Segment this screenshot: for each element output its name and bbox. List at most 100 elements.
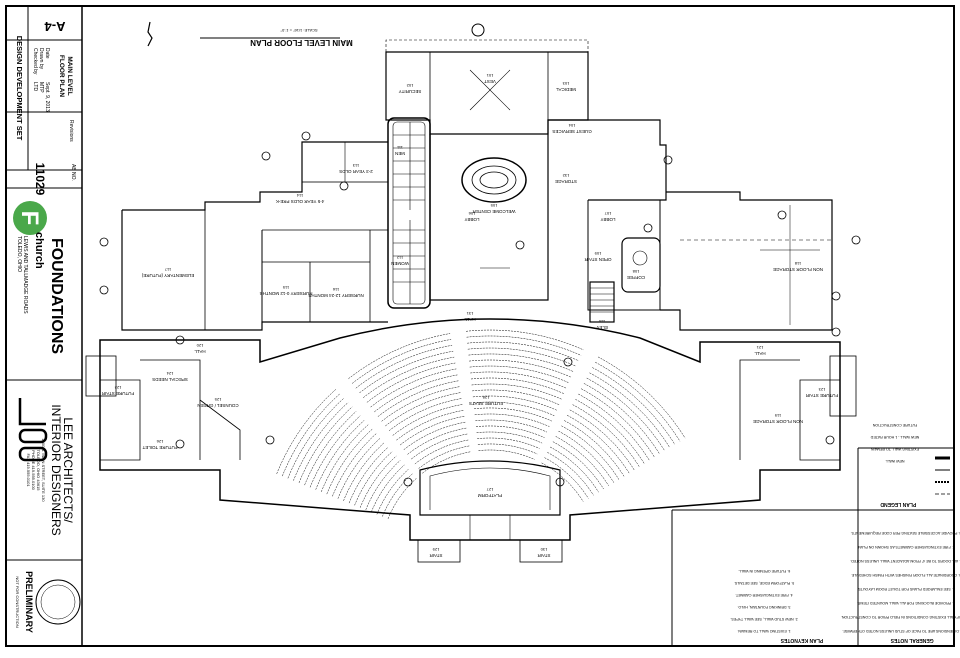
room-number: 117 <box>164 267 171 272</box>
seat-row <box>403 421 466 450</box>
room-number: 105 <box>490 203 497 208</box>
seat-row <box>578 393 650 461</box>
room-label: NURSERY 12-24 MONTHS <box>308 293 363 298</box>
firm-name-2: INTERIOR DESIGNERS <box>49 404 63 535</box>
room-label: STAIR <box>537 553 551 558</box>
room-number: 131 <box>466 311 473 316</box>
note-item: FUTURE CONSTRUCTION <box>872 423 917 427</box>
room-number: 113 <box>352 163 359 168</box>
seat-row <box>355 345 453 389</box>
seat-row <box>326 429 373 495</box>
seat-row <box>469 359 572 378</box>
room-number: 125 <box>214 397 221 402</box>
seat-row <box>351 339 452 384</box>
revisions-label: Revisions <box>68 120 74 142</box>
client-name-2: church <box>33 232 45 269</box>
note-item: 4. SEE ENLARGED PLANS FOR TOILET ROOM LA… <box>857 587 954 591</box>
seat-row <box>592 367 676 445</box>
seat-row <box>276 388 337 474</box>
note-item: 5. PLATFORM EDGE, SEE DETAILS. <box>734 581 794 585</box>
phase-label: DESIGN DEVELOPMENT SET <box>15 36 24 141</box>
room-label: HALL <box>194 349 206 354</box>
room-label: SECURITY <box>399 89 422 94</box>
room-label: LOBBY <box>600 217 615 222</box>
client-name-1: FOUNDATIONS <box>48 238 65 354</box>
seat-row <box>418 445 470 469</box>
seat-row <box>366 362 456 403</box>
seat-row <box>586 377 665 451</box>
seat-row <box>580 388 655 458</box>
room-label: LOBBY <box>464 217 479 222</box>
room-label: STAIR <box>429 553 443 558</box>
room-label: STORAGE <box>555 179 577 184</box>
room-number: 116 <box>332 287 339 292</box>
seat-row <box>583 383 660 455</box>
seat-row <box>365 460 401 510</box>
room-number: 122 <box>114 385 121 390</box>
note-item: 7. FIRE EXTINGUISHER CABINETS AS SHOWN O… <box>857 545 954 549</box>
firm-address-2: TOLEDO, OHIO 43615 <box>36 449 41 491</box>
room-number: 115 <box>282 285 289 290</box>
room-number: 106 <box>468 211 475 216</box>
general-notes-heading: GENERAL NOTES <box>890 637 934 643</box>
seat-row <box>359 455 397 508</box>
seat-row <box>597 356 686 439</box>
client-address-1: LEWIS AND TALLMADGE ROADS <box>22 236 28 314</box>
note-item: 5. COORDINATE ALL FLOOR FINISHES WITH FI… <box>851 573 960 577</box>
room-label: WELCOME CENTER <box>472 209 516 214</box>
sheet-number: A-4 <box>44 19 66 34</box>
room-label: HALL <box>754 351 766 356</box>
seat-row <box>564 420 625 477</box>
room-label: MEN <box>395 151 405 156</box>
seat-row <box>477 437 540 449</box>
room-label: 2-3 YEAR OLDS <box>339 169 372 174</box>
room-number: 126 <box>156 439 163 444</box>
seat-row <box>348 446 389 504</box>
room-number: 121 <box>756 345 763 350</box>
title-block: A-4 DESIGN DEVELOPMENT SET MAIN LEVEL FL… <box>6 6 83 646</box>
seat-row <box>465 329 584 351</box>
room-number: 132 <box>562 173 569 178</box>
sheet-title-line2: FLOOR PLAN <box>58 55 65 98</box>
room-number: 118 <box>794 261 801 266</box>
north-arrow-icon <box>147 21 153 47</box>
room-number: 102 <box>406 83 413 88</box>
room-number: 104 <box>568 123 575 128</box>
seat-row <box>595 361 681 442</box>
seat-row <box>414 439 469 465</box>
room-label: NON FLOOR STORAGE <box>753 419 803 424</box>
checked-value: LTD <box>32 82 38 91</box>
note-item: 6. FUTURE OPENING IN WALL. <box>738 569 790 573</box>
note-item: EXISTING WALL TO REMAIN <box>871 447 920 451</box>
room-number: 112 <box>396 255 403 260</box>
firm-phone: PHONE 419.555.0100 <box>31 450 36 491</box>
room-label: SPECIAL NEEDS <box>152 377 188 382</box>
seat-row <box>411 433 468 460</box>
room-label: FUTURE SEATS <box>469 401 503 406</box>
seat-row <box>549 446 599 493</box>
room-label: COUNSEL / GREEN <box>197 403 238 408</box>
seat-row <box>374 374 458 413</box>
sheet-title-line1: MAIN LEVEL <box>66 56 73 95</box>
room-number: 110 <box>598 319 605 324</box>
room-number: 109 <box>594 251 601 256</box>
note-item: NEW WALL - 1 HOUR RATED <box>870 435 919 439</box>
room-number: 111 <box>396 145 403 150</box>
drawn-label: Drawn by <box>38 48 44 70</box>
room-number: 101 <box>486 73 493 78</box>
room-number: 130 <box>540 547 547 552</box>
seat-row <box>555 436 609 486</box>
room-label: FUTURE STAIR <box>101 391 134 396</box>
drawn-value: MTP <box>38 82 44 93</box>
room-number: 119 <box>774 413 781 418</box>
seat-row <box>477 443 538 455</box>
date-value: Sept. 9, 2013 <box>44 82 50 112</box>
seat-row <box>407 427 467 455</box>
seat-row <box>467 341 579 362</box>
seat-row <box>552 441 604 490</box>
note-item: NEW WALL <box>885 459 904 463</box>
plan-keynotes-heading: PLAN KEYNOTES <box>780 637 823 643</box>
seat-row <box>541 462 584 502</box>
room-number: 124 <box>166 371 173 376</box>
seat-row <box>321 424 369 492</box>
